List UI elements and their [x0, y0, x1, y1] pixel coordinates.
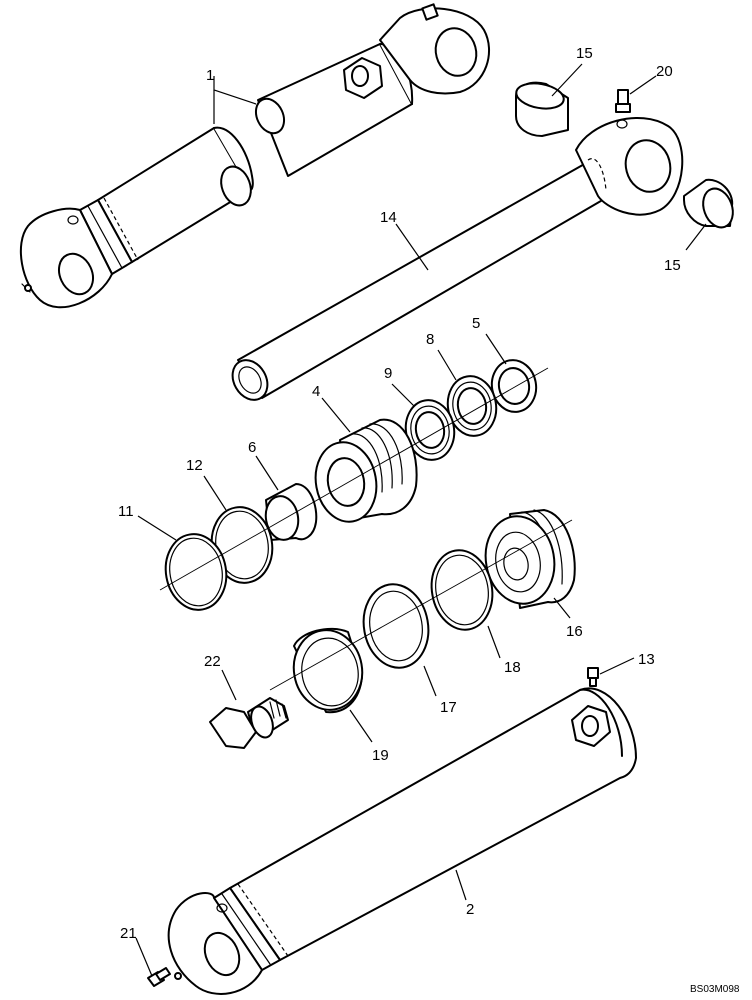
callout-2: 2	[466, 901, 474, 918]
part-17-ring	[362, 583, 430, 669]
callout-1: 1	[206, 67, 214, 84]
part-21-grease-fitting	[147, 967, 171, 987]
part-1-barrel	[19, 3, 491, 309]
callout-5: 5	[472, 315, 480, 332]
center-axis-upper	[159, 367, 549, 591]
callout-4: 4	[312, 383, 320, 400]
part-19-wear-ring	[292, 627, 364, 714]
part-22-bolt	[209, 697, 289, 749]
part-14-rod	[231, 117, 684, 401]
part-9-seal	[404, 399, 456, 461]
callout-labels: 1 15 20 14 15 5 8 9 4 6 12 11 13 16 18 1…	[118, 45, 740, 995]
callout-15-top: 15	[576, 45, 593, 62]
part-12-ring	[210, 506, 274, 584]
leader-lines	[135, 63, 707, 977]
drawing-code: BS03M098	[690, 984, 740, 995]
callout-9: 9	[384, 365, 392, 382]
part-11-ring	[164, 533, 228, 611]
part-15-bushing-right	[683, 178, 734, 229]
callout-22: 22	[204, 653, 221, 670]
part-15-bushing-top	[515, 81, 569, 137]
callout-13: 13	[638, 651, 655, 668]
callout-21: 21	[120, 925, 137, 942]
part-16-piston	[484, 509, 576, 609]
callout-20: 20	[656, 63, 673, 80]
callout-18: 18	[504, 659, 521, 676]
callout-14: 14	[380, 209, 397, 226]
part-20-grease-fitting	[615, 89, 631, 113]
callout-12: 12	[186, 457, 203, 474]
callout-8: 8	[426, 331, 434, 348]
part-4-gland	[314, 418, 418, 523]
callout-15-right: 15	[664, 257, 681, 274]
callout-6: 6	[248, 439, 256, 456]
callout-11: 11	[118, 503, 134, 520]
part-13-grease-fitting	[587, 667, 599, 687]
part-8-seal	[446, 375, 498, 437]
callout-16: 16	[566, 623, 583, 640]
callout-19: 19	[372, 747, 389, 764]
part-18-ring	[430, 549, 494, 631]
part-6-bushing	[264, 483, 318, 541]
center-axis-lower	[269, 519, 573, 691]
callout-17: 17	[440, 699, 457, 716]
part-2-barrel	[167, 687, 637, 995]
